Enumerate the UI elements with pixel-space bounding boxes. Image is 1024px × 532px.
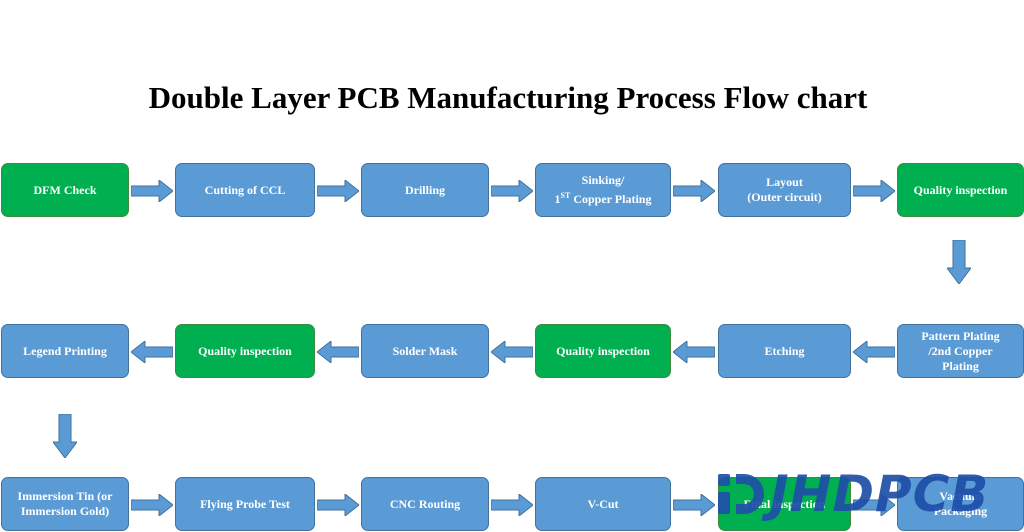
step-label-line1: Sinking/ bbox=[581, 173, 625, 187]
step-label-line1: Vacuum bbox=[939, 489, 982, 503]
arrow-right-icon bbox=[131, 180, 173, 202]
step-label: Solder Mask bbox=[392, 343, 458, 358]
watermark-logo: JHDPCB bbox=[716, 466, 1016, 526]
arrow-right-icon bbox=[131, 494, 173, 516]
arrow-right-icon bbox=[317, 494, 359, 516]
step-label-line1: Immersion Tin (or bbox=[17, 489, 113, 503]
step-dfm-check: DFM Check bbox=[1, 163, 129, 217]
step-label: Quality inspection bbox=[556, 343, 650, 358]
step-pattern-plating: Pattern Plating /2nd Copper Plating bbox=[897, 324, 1024, 378]
arrow-right-icon bbox=[853, 180, 895, 202]
step-label: Final inspection bbox=[743, 496, 826, 511]
step-quality-inspection-1: Quality inspection bbox=[897, 163, 1024, 217]
step-immersion-tin: Immersion Tin (or Immersion Gold) bbox=[1, 477, 129, 531]
step-label: Etching bbox=[764, 343, 805, 358]
step-label-superscript: ST bbox=[560, 191, 571, 200]
page-title: Double Layer PCB Manufacturing Process F… bbox=[148, 80, 868, 115]
step-v-cut: V-Cut bbox=[535, 477, 671, 531]
arrow-right-icon bbox=[673, 494, 715, 516]
arrow-right-icon bbox=[673, 180, 715, 202]
step-quality-inspection-4: Quality inspection bbox=[175, 324, 315, 378]
step-label-line1: Layout bbox=[766, 175, 803, 189]
step-label-line2: Copper Plating bbox=[570, 192, 652, 206]
step-label-line2: /2nd Copper bbox=[928, 343, 993, 358]
step-vacuum-packaging: Vacuum Packaging bbox=[897, 477, 1024, 531]
arrow-right-icon bbox=[853, 494, 895, 516]
step-sinking-copper-plating: Sinking/ 1ST Copper Plating bbox=[535, 163, 671, 217]
step-label: Legend Printing bbox=[23, 343, 107, 358]
step-label-line2: Immersion Gold) bbox=[20, 504, 110, 518]
step-label: Flying Probe Test bbox=[200, 496, 290, 511]
step-cnc-routing: CNC Routing bbox=[361, 477, 489, 531]
jhdpcb-logo-icon bbox=[718, 474, 764, 514]
step-label: CNC Routing bbox=[389, 496, 461, 511]
arrow-left-icon bbox=[673, 341, 715, 363]
step-label-line3: Plating bbox=[942, 358, 979, 373]
step-label: Drilling bbox=[404, 182, 445, 197]
arrow-left-icon bbox=[131, 341, 173, 363]
watermark-text: JHDPCB bbox=[770, 465, 990, 523]
step-etching: Etching bbox=[718, 324, 851, 378]
step-label-ordinal: 1 bbox=[554, 192, 561, 206]
step-label-line2: (Outer circuit) bbox=[747, 190, 822, 204]
step-cutting-of-ccl: Cutting of CCL bbox=[175, 163, 315, 217]
step-label: Quality inspection bbox=[198, 343, 292, 358]
arrow-right-icon bbox=[491, 494, 533, 516]
arrow-down-icon bbox=[947, 240, 971, 284]
step-flying-probe-test: Flying Probe Test bbox=[175, 477, 315, 531]
arrow-left-icon bbox=[491, 341, 533, 363]
step-legend-printing: Legend Printing bbox=[1, 324, 129, 378]
arrow-down-icon bbox=[53, 414, 77, 458]
step-layout-outer-circuit: Layout (Outer circuit) bbox=[718, 163, 851, 217]
step-label: Quality inspection bbox=[913, 182, 1008, 197]
step-solder-mask: Solder Mask bbox=[361, 324, 489, 378]
arrow-right-icon bbox=[491, 180, 533, 202]
arrow-left-icon bbox=[853, 341, 895, 363]
step-label-line1: Pattern Plating bbox=[921, 328, 1000, 343]
step-quality-inspection-3: Quality inspection bbox=[535, 324, 671, 378]
step-label: Cutting of CCL bbox=[204, 182, 286, 197]
step-drilling: Drilling bbox=[361, 163, 489, 217]
step-label-line2: Packaging bbox=[933, 504, 988, 518]
step-label: V-Cut bbox=[587, 496, 619, 511]
step-label: DFM Check bbox=[33, 182, 97, 197]
arrow-left-icon bbox=[317, 341, 359, 363]
arrow-right-icon bbox=[317, 180, 359, 202]
